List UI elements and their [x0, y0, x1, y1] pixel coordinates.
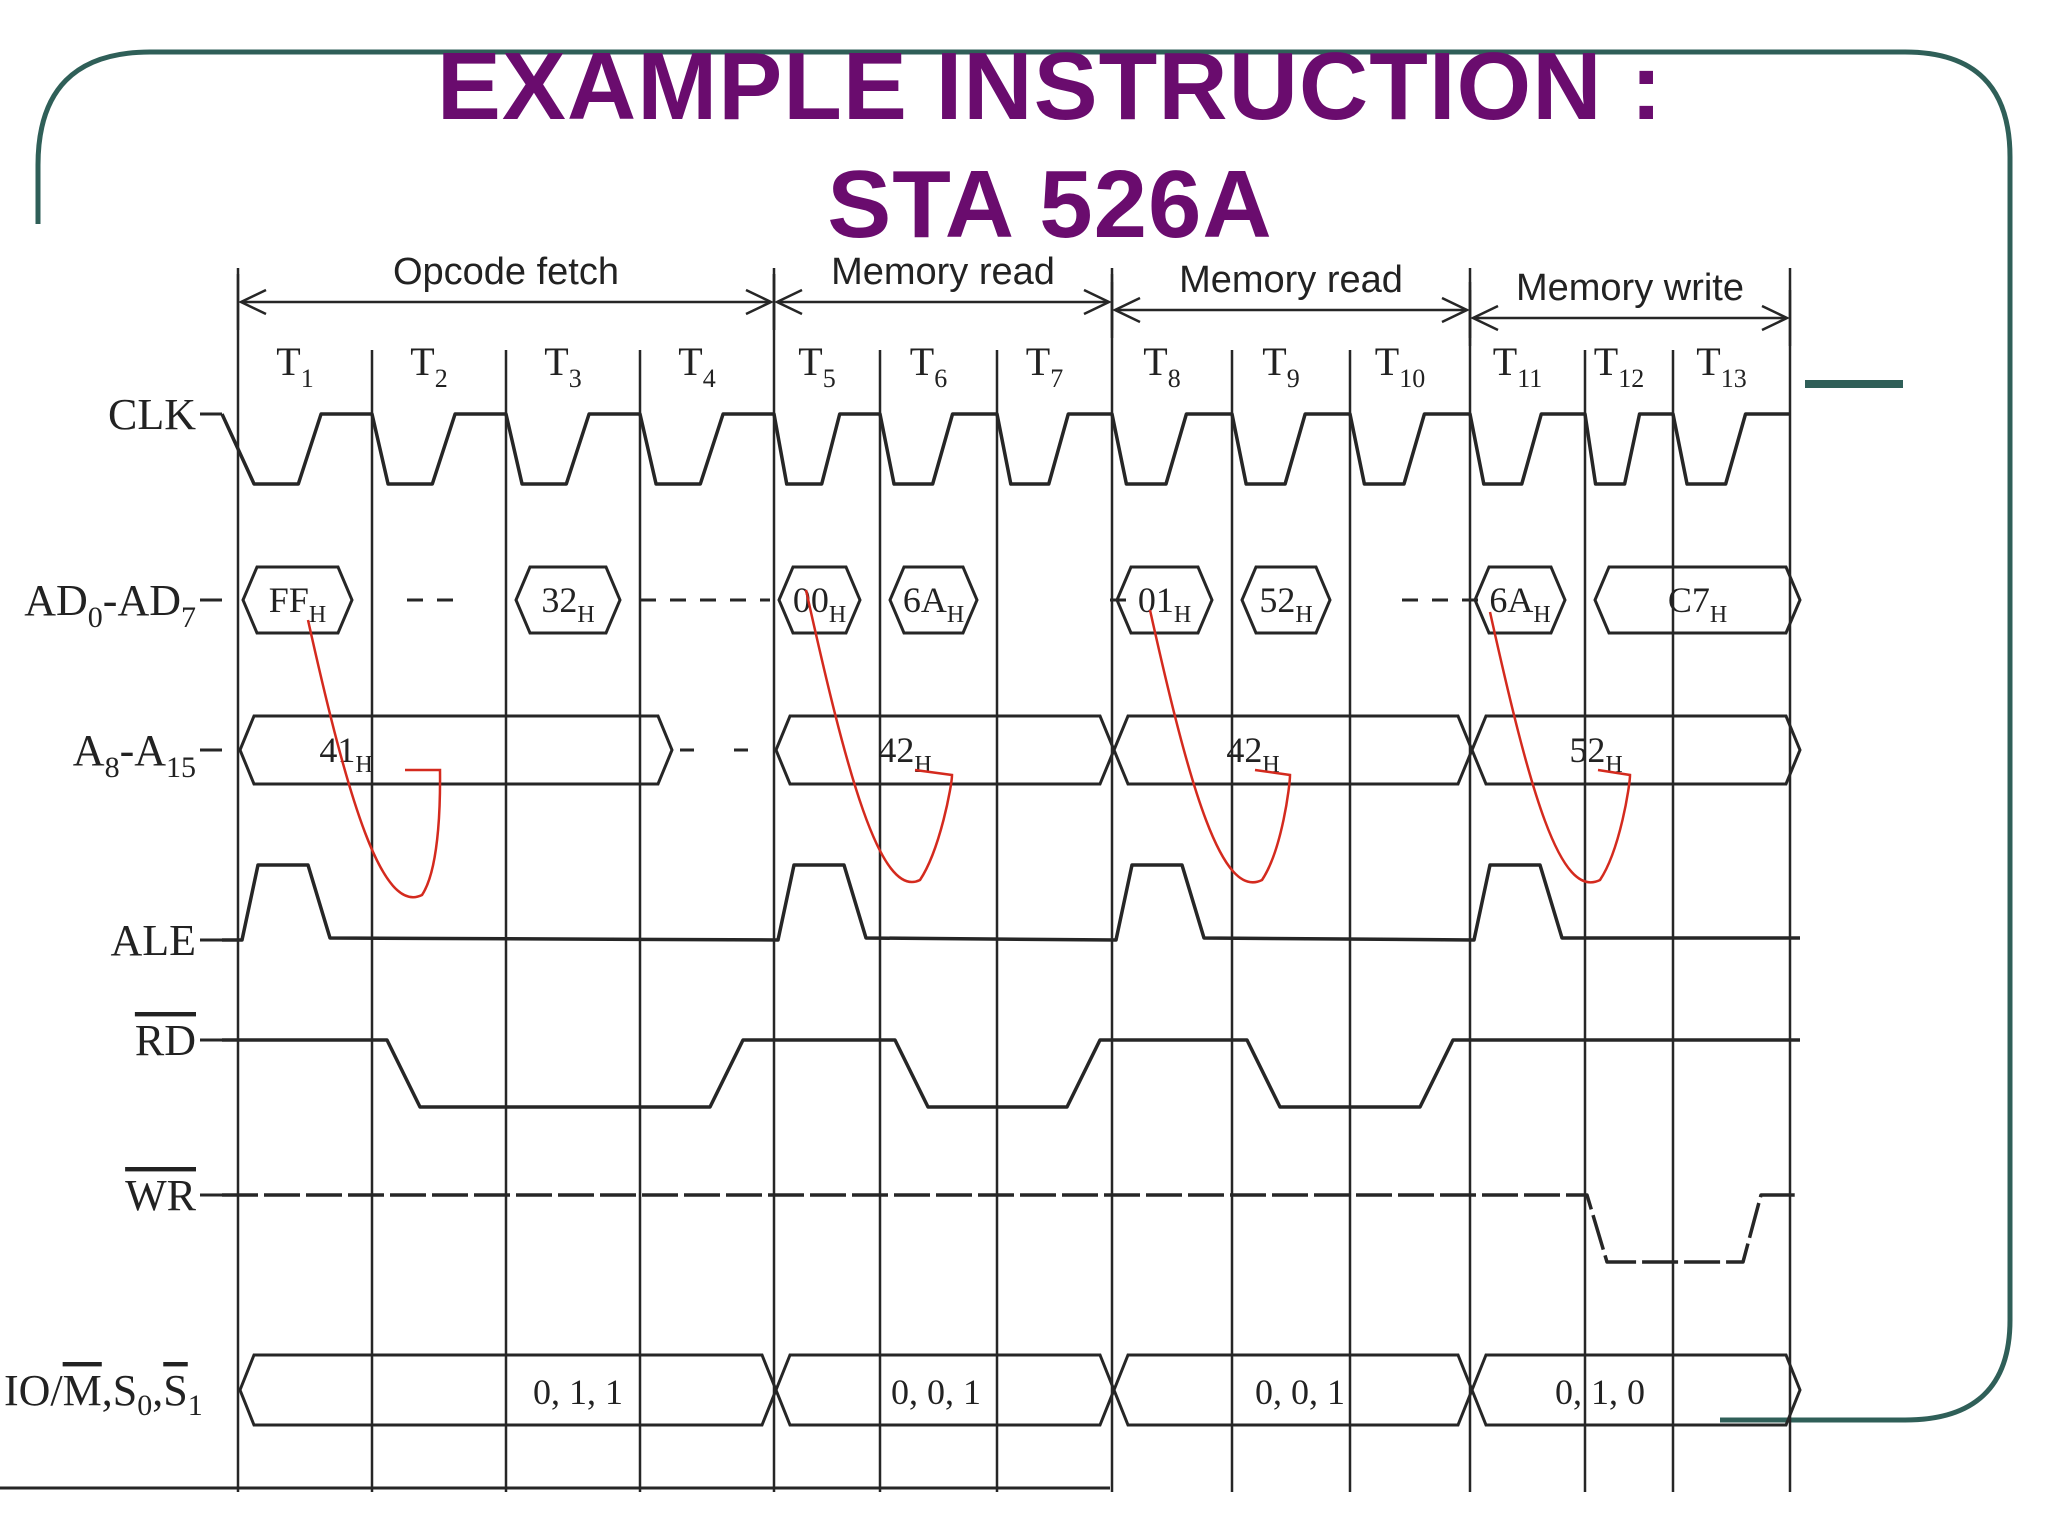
a-bus-segment — [1112, 714, 1474, 786]
ad-bus-value: 6AH — [903, 580, 964, 628]
arrow-left-icon — [238, 288, 267, 316]
machine-cycle-label: Memory read — [1179, 259, 1403, 301]
status-bus-value: 0, 0, 1 — [891, 1372, 981, 1412]
ad-bus-value: C7H — [1668, 580, 1727, 628]
tstate-label-4: T4 — [678, 339, 715, 393]
title-line-2: STA 526A — [827, 151, 1273, 258]
annotation-loop — [804, 589, 954, 884]
ad-bus-segment — [777, 565, 862, 635]
a-bus-value: 41H — [319, 730, 372, 778]
ale-waveform — [222, 863, 1800, 942]
tstate-label-12: T12 — [1594, 339, 1644, 393]
ad-bus-value: 01H — [1138, 580, 1191, 628]
ad-bus-segment — [1593, 565, 1802, 635]
a-bus-value: 42H — [1226, 730, 1279, 778]
tstate-label-7: T7 — [1026, 339, 1063, 393]
arrow-right-icon — [1441, 296, 1470, 324]
status-bus-segment — [238, 1353, 778, 1427]
machine-cycle-2: Memory read — [772, 251, 1114, 330]
clk-waveform — [220, 412, 1790, 486]
ad-bus-segment — [1240, 565, 1332, 635]
tstate-label-3: T3 — [544, 339, 581, 393]
signal-label-ad: AD0-AD7 — [24, 576, 196, 634]
tstate-label-10: T10 — [1375, 339, 1425, 393]
ad-bus: FFH 32H 00H 6AH 01H 52H 6AH C7H — [241, 565, 1802, 635]
tstate-label-2: T2 — [410, 339, 447, 393]
signal-label-wr: WR — [125, 1171, 197, 1220]
machine-cycle-label: Memory write — [1516, 267, 1744, 309]
ad-bus-segment — [1115, 565, 1214, 635]
a-bus-segment — [1470, 714, 1802, 786]
signal-label-rd: RD — [135, 1016, 196, 1065]
title-line-1: EXAMPLE INSTRUCTION : — [436, 33, 1664, 140]
tstate-label-6: T6 — [910, 339, 947, 393]
machine-cycle-3: Memory read — [1110, 259, 1472, 338]
a-bus-value: 52H — [1569, 730, 1622, 778]
arrow-left-icon — [1112, 296, 1141, 324]
tstate-label-9: T9 — [1262, 339, 1299, 393]
ad-bus-value: 6AH — [1489, 580, 1550, 628]
tstate-label-1: T1 — [276, 339, 313, 393]
status-bus-value: 0, 1, 1 — [533, 1372, 623, 1412]
tstate-label-11: T11 — [1493, 339, 1542, 393]
arrow-left-icon — [774, 288, 803, 316]
machine-cycles: Opcode fetch Memory read Memory read Memory… — [236, 251, 1792, 346]
signal-label-status: IO/M,S0,S1 — [4, 1366, 203, 1422]
tstate-label-13: T13 — [1696, 339, 1746, 393]
ad-bus-segment — [241, 565, 354, 635]
arrow-right-icon — [1761, 304, 1790, 332]
ad-bus-value: 52H — [1259, 580, 1312, 628]
status-bus-value: 0, 0, 1 — [1255, 1372, 1345, 1412]
tstate-label-8: T8 — [1143, 339, 1180, 393]
tstate-labels: T1 T2 T3 T4 T5 T6 T7 T8 T9 T10 T11 T12 T13 — [276, 339, 1746, 393]
wr-waveform — [222, 1193, 1800, 1264]
a-bus-segment — [238, 714, 674, 786]
machine-cycle-1: Opcode fetch — [236, 251, 776, 330]
tstate-gridlines — [0, 268, 1792, 1492]
signal-label-ale: ALE — [110, 916, 196, 965]
arrow-right-icon — [745, 288, 774, 316]
status-bus: 0, 1, 1 0, 0, 1 0, 0, 1 0, 1, 0 — [238, 1353, 1802, 1427]
frame-border — [35, 49, 2013, 1423]
annotation-loop — [1148, 609, 1292, 884]
rd-waveform — [222, 1038, 1800, 1109]
annotation-loop — [1488, 611, 1632, 884]
status-bus-value: 0, 1, 0 — [1555, 1372, 1645, 1412]
arrow-left-icon — [1470, 304, 1499, 332]
handwritten-annotations — [306, 589, 1632, 899]
machine-cycle-4: Memory write — [1468, 267, 1792, 346]
ad-bus-segment — [888, 565, 979, 635]
machine-cycle-label: Opcode fetch — [393, 251, 619, 293]
tstate-label-5: T5 — [798, 339, 835, 393]
signal-label-a: A8-A15 — [73, 726, 196, 784]
ad-bus-value: FFH — [269, 580, 326, 628]
machine-cycle-label: Memory read — [831, 251, 1055, 293]
annotation-loop — [306, 619, 442, 899]
ad-bus-value: 32H — [541, 580, 594, 628]
arrow-right-icon — [1083, 288, 1112, 316]
signal-label-clk: CLK — [108, 390, 196, 439]
status-bus-segment — [1470, 1353, 1802, 1427]
slide-title: EXAMPLE INSTRUCTION : STA 526A — [250, 28, 1850, 264]
ad-bus-segment — [514, 565, 622, 635]
ad-bus-value: 00H — [793, 580, 846, 628]
ad-bus-segment — [1473, 565, 1567, 635]
